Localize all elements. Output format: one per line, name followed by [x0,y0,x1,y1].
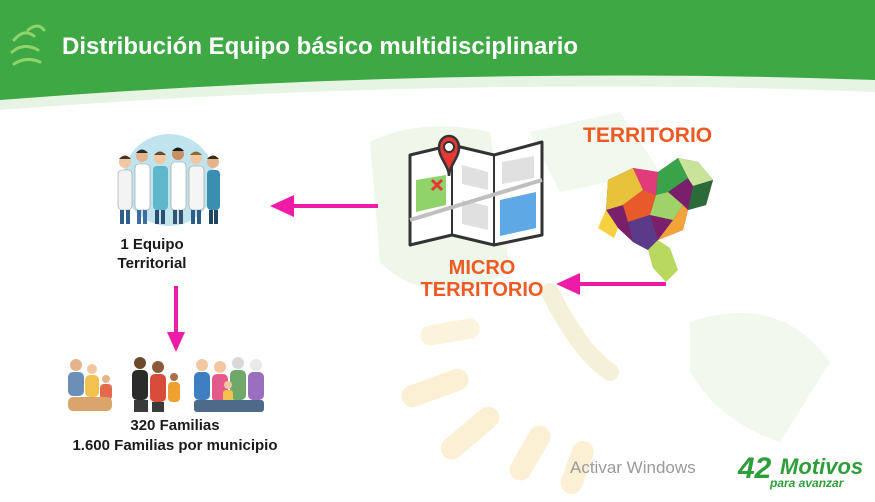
logo-number-icon: 42 [737,452,772,485]
map-pin-icon [408,134,544,247]
families-line-1: 320 Familias [130,417,220,434]
activate-windows-watermark: Activar Windows [570,458,696,477]
arrow-team-to-families [167,286,185,352]
team-label: 1 Equipo Territorial [117,236,187,272]
families-icon [68,357,264,412]
arrow-micro-to-team [270,195,378,217]
families-line-2: 1.600 Familias por municipio [72,437,278,454]
svg-text:42: 42 [737,452,772,485]
medical-team-icon [117,134,220,226]
page-title: Distribución Equipo básico multidiscipli… [62,33,579,60]
families-label: 320 Familias 1.600 Familias por municipi… [60,416,290,456]
arrow-territorio-to-micro [556,273,666,295]
brand-logo-subtitle: para avanzar [770,476,844,490]
territory-map-icon [598,158,713,282]
brand-logo: Motivos [780,454,864,479]
leaf-decoration-icon [10,24,46,66]
header-banner [0,0,875,110]
territorio-label: TERRITORIO [583,124,713,147]
micro-territorio-label: MICRO TERRITORIO [420,257,544,301]
